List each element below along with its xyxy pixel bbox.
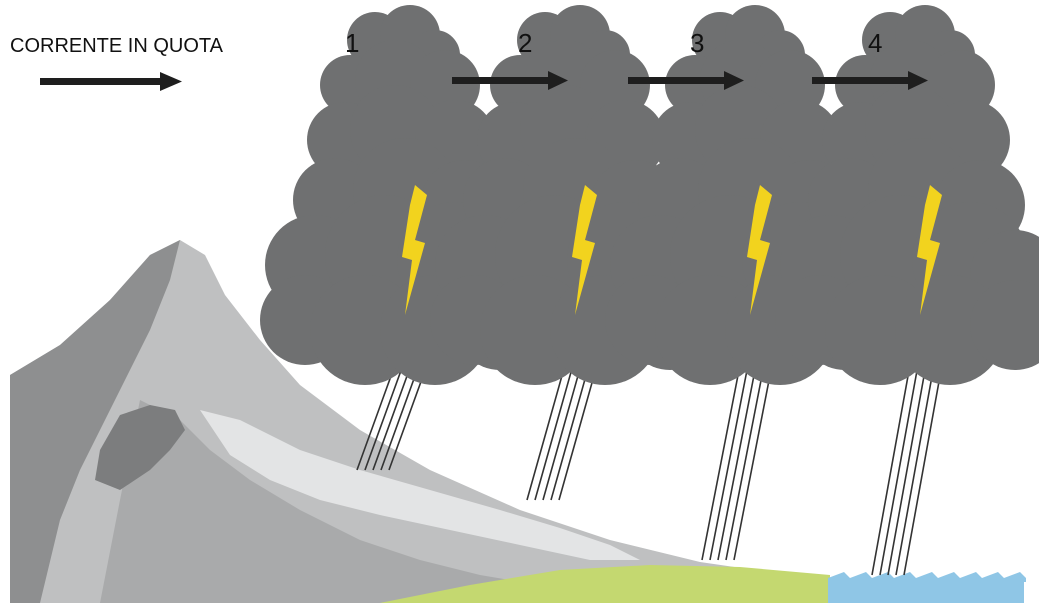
wind-arrow [40,72,182,91]
cell-number: 4 [868,28,882,58]
rain-streaks [527,365,597,500]
rain-streak [718,365,756,560]
rain-streak [872,365,910,575]
rain-streaks [872,365,942,575]
rain-streak [543,365,581,500]
wind-arrow-head [160,72,182,91]
rain-streak [559,365,597,500]
rain-streak [896,365,934,575]
cell-number: 3 [690,28,704,58]
cell-number: 1 [345,28,359,58]
motion-arrow-shaft [812,77,908,84]
wind-arrow-shaft [40,78,162,85]
rain-streak [702,365,740,560]
rain-streaks [702,365,772,560]
lake-waves [828,572,1026,582]
rain-streak [888,365,926,575]
motion-arrow-shaft [628,77,724,84]
wind-caption: CORRENTE IN QUOTA [10,35,224,57]
motion-arrow-shaft [452,77,548,84]
rain-streak [710,365,748,560]
cell-number: 2 [518,28,532,58]
lake [828,572,1026,603]
rain-streak [527,365,565,500]
rain-streak [551,365,589,500]
rain-streak [734,365,772,560]
rain-streak [880,365,918,575]
rain-streak [535,365,573,500]
rain-streak [726,365,764,560]
rain-streak [904,365,942,575]
